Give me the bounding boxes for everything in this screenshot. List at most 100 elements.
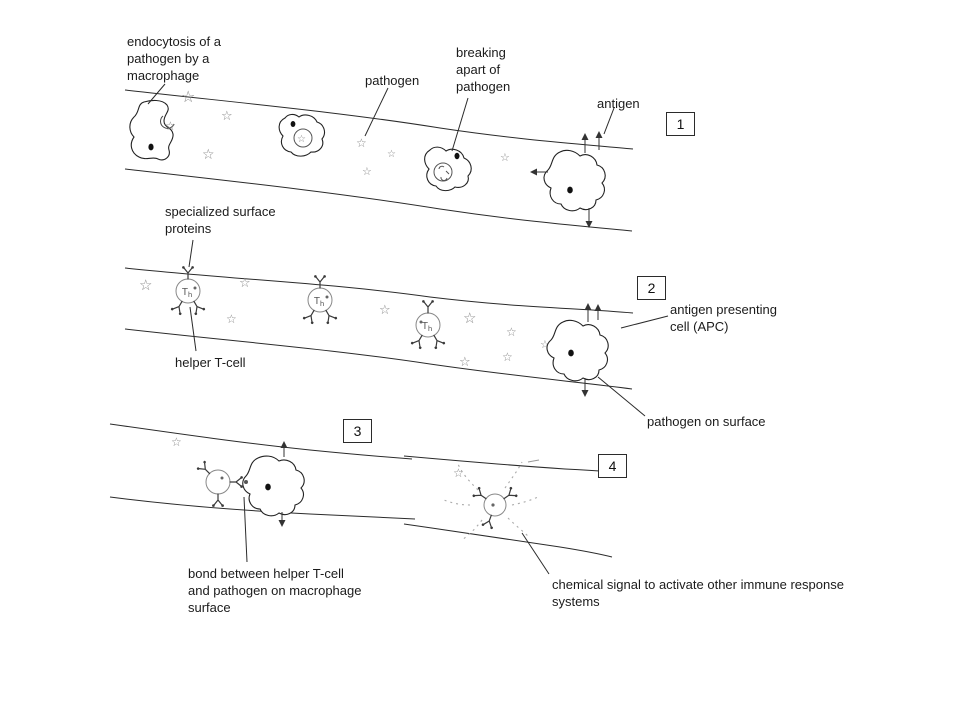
nucleus [148,143,154,151]
helper-t-cell-2: Th [301,274,339,326]
pathogen-star-icon: ☆ [362,165,372,178]
t-cell-symbol: T [422,321,428,332]
pathogen-star-icon: ☆ [502,350,513,364]
step-number-box-4: 4 [598,454,627,478]
t-cell-symbol: T [182,287,188,298]
helper-t-cell-1: Th [169,265,207,317]
surface-pathogen-antigen [244,480,248,484]
pathogen-star-icon: ☆ [379,303,391,318]
t-cell-symbol-sub: h [320,299,324,308]
pathogen-star-icon: ☆ [463,309,476,327]
leader-specialized-proteins [188,239,194,268]
nucleus [290,121,296,127]
t-cell-symbol: T [314,296,320,307]
t-cell-granule [419,320,423,324]
surface-receptor-icon [211,493,225,508]
t-cell-granule [193,286,197,290]
label-breaking-apart: breaking apart of pathogen [456,45,511,94]
pathogen-star-icon: ☆ [506,325,517,339]
surface-receptor-icon [421,299,435,314]
leader-helper-t-cell [189,306,197,352]
t-cell-granule [220,476,224,480]
panel4-cells [443,459,541,541]
nucleus [567,186,573,194]
leader-bond [243,496,248,563]
band2-bottom-line [124,328,633,390]
band3-top-line [109,423,413,460]
step-number-box-3: 3 [343,419,372,443]
pathogen-fragments [438,165,450,182]
pathogen-star-icon: ☆ [239,276,251,291]
chemical-signal-rays [443,461,541,541]
helper-t-cell-signalling [471,485,519,531]
antigen-arrows [581,303,602,397]
panel1-cells: ☆ ☆ [129,99,606,228]
leader-breaking-apart [451,97,469,152]
band1-top-line [124,89,634,150]
pathogen-star-icon: ☆ [181,87,195,106]
band1-bottom-line [124,168,633,232]
pathogen-star-icon: ☆ [297,134,306,145]
leader-lines [147,83,669,575]
nucleus [568,349,574,357]
helper-t-cell-bonded [195,459,244,508]
pathogen-star-icon: ☆ [165,119,176,133]
band2-top-line [124,267,634,314]
leader-endocytosis [147,83,166,105]
apc-cell-panel1 [530,131,606,228]
band4-bottom-line [403,523,613,558]
pathogen-star-icon: ☆ [221,109,233,124]
leader-pathogen-on-surface [597,376,646,417]
label-specialized-proteins: specialized surface proteins [165,204,276,236]
pathogen-star-icon: ☆ [356,136,367,150]
t-cell-granule [325,295,329,299]
pathogen-star-icon: ☆ [540,338,550,351]
pathogen-star-icon: ☆ [139,276,152,294]
apc-cell-panel2 [546,303,609,397]
pathogen-star-icon: ☆ [387,149,396,160]
panel2-cells: Th Th Th [169,265,609,397]
band3-bottom-line [109,496,416,520]
vesicle [433,162,453,182]
pathogen-star-icon: ☆ [226,312,237,326]
t-cell-symbol-sub: h [428,324,432,333]
step-number-box-2: 2 [637,276,666,300]
helper-t-cell-3: Th [409,299,447,351]
nucleus [454,152,460,160]
surface-receptor-icon [313,274,327,289]
pathogen-star-icon: ☆ [453,466,464,480]
bond-receptor-icon [229,475,244,489]
small-dash [527,459,540,463]
pathogen-star-icon: ☆ [500,151,510,164]
t-cell-symbol-sub: h [188,290,192,299]
leader-chemical-signal [521,532,550,575]
svg-text:Th: Th [422,321,432,333]
label-chemical-signal: chemical signal to activate other immune… [552,577,844,609]
macrophage-breaking-pathogen [424,146,472,192]
surface-receptor-icon [181,265,195,280]
label-endocytosis: endocytosis of a pathogen by a macrophag… [127,34,221,83]
panel3-cells [195,441,305,527]
pathogen-star-icon: ☆ [171,435,182,449]
leader-apc [620,315,669,329]
label-helper-t-cell: helper T-cell [175,355,246,370]
membrane-bands [109,89,634,558]
nucleus [265,483,271,491]
label-apc: antigen presenting cell (APC) [670,302,777,334]
step-number-box-1: 1 [666,112,695,136]
macrophage-endocytosis: ☆ [129,99,176,161]
vesicle [293,128,313,148]
antigen-arrows [278,441,288,527]
pathogen-star-icon: ☆ [459,355,471,370]
pathogen-stars: ☆ ☆ ☆ ☆ ☆ ☆ ☆ ☆ ☆ ☆ ☆ ☆ ☆ ☆ ☆ ☆ ☆ ☆ [139,87,550,480]
macrophage-panel3 [242,441,305,527]
leader-pathogen [364,87,389,137]
label-pathogen-on-surface: pathogen on surface [647,414,766,429]
leader-antigen [603,107,615,135]
label-pathogen: pathogen [365,73,420,88]
endocytosis-cup [160,115,175,129]
band4-top-line [403,455,614,473]
label-bond: bond between helper T-cell and pathogen … [188,566,362,615]
